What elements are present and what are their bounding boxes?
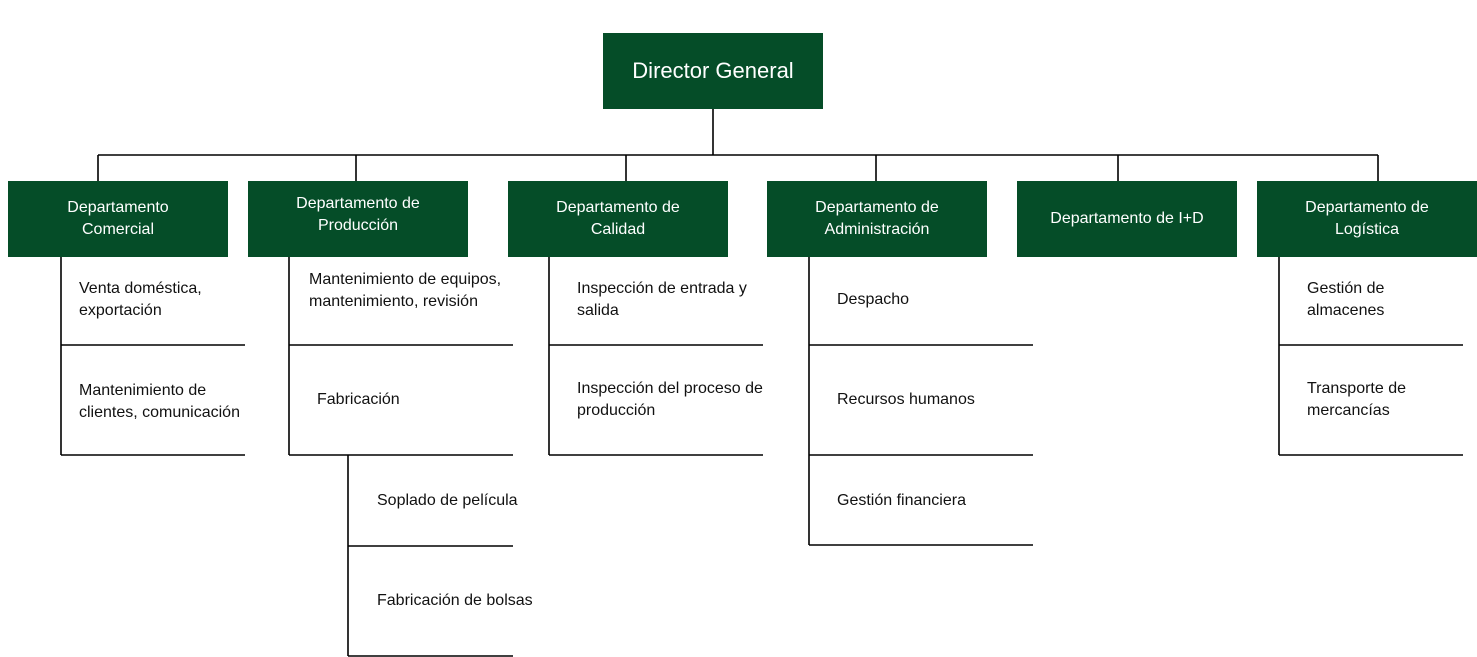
department-comercial-label: Departamento Comercial [67,199,169,238]
administracion-item: Gestión financiera [837,492,966,509]
department-id-box: Departamento de I+D [1017,181,1237,257]
department-administracion-box: Departamento de Administración [767,181,987,257]
administracion-item: Despacho [837,291,910,308]
director-general-box: Director General [603,33,823,109]
comercial-item: Venta doméstica, exportación [79,280,202,319]
logistica-item: Gestión de almacenes [1307,280,1385,319]
director-general-label: Director General [632,58,794,83]
department-logistica-box: Departamento de Logística [1257,181,1477,257]
administracion-item: Recursos humanos [837,391,975,408]
department-produccion-box: Departamento de Producción [248,181,468,257]
fabricacion-item: Fabricación de bolsas [377,592,533,609]
department-calidad-label: Departamento de Calidad [556,199,680,238]
calidad-item: Inspección de entrada y salida [577,280,747,319]
department-administracion-label: Departamento de Administración [815,199,939,238]
produccion-item: Fabricación [317,391,400,408]
fabricacion-item: Soplado de película [377,492,518,509]
comercial-item: Mantenimiento de clientes, comunicación [79,382,240,421]
department-produccion-label: Departamento de Producción [296,195,420,234]
calidad-item: Inspección del proceso de producción [577,380,763,419]
department-calidad-box: Departamento de Calidad [508,181,728,257]
department-id-label: Departamento de I+D [1050,210,1204,227]
logistica-item: Transporte de mercancías [1307,380,1407,419]
produccion-item: Mantenimiento de equipos, mantenimiento,… [309,271,502,310]
department-logistica-label: Departamento de Logística [1305,199,1429,238]
department-comercial-box: Departamento Comercial [8,181,228,257]
